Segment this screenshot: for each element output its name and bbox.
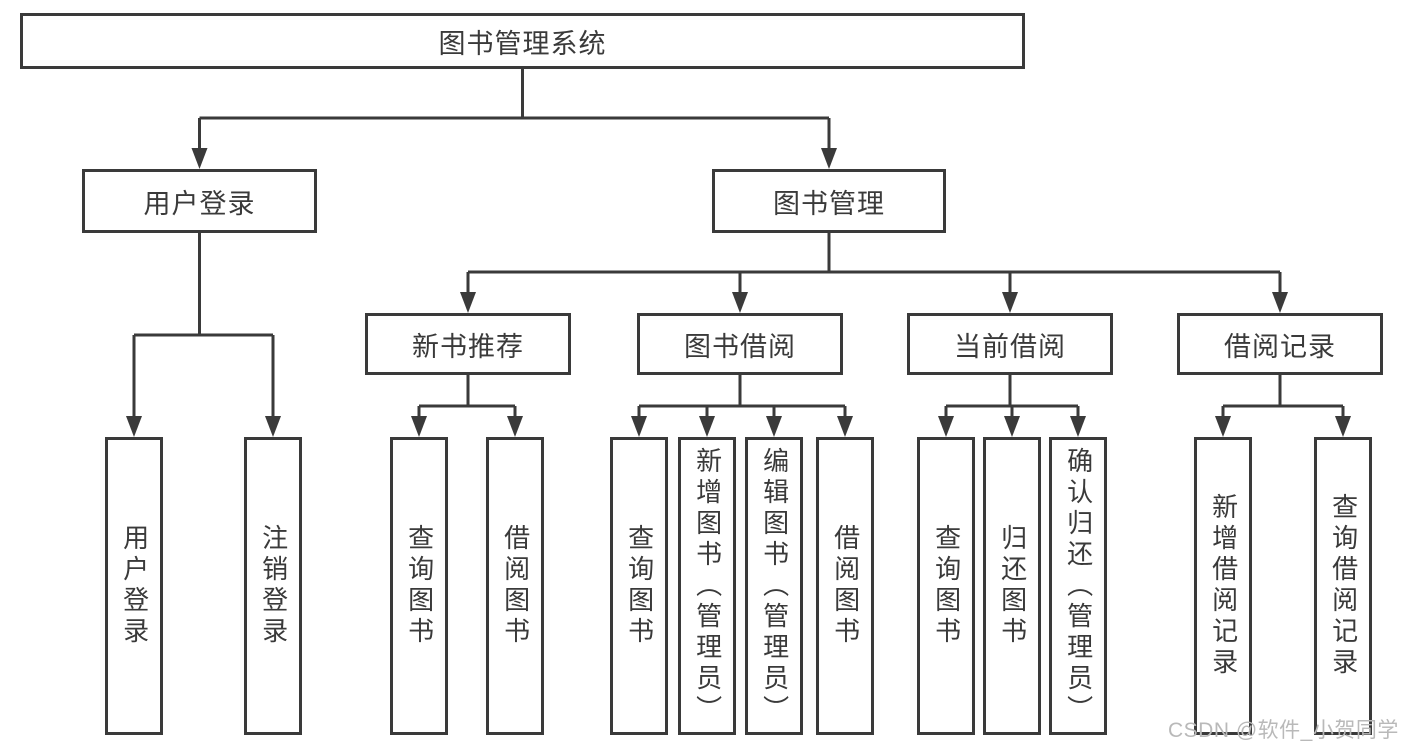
leaf-recommend-query-books: 查询图书 bbox=[390, 437, 448, 735]
arrowhead-icon bbox=[631, 416, 647, 437]
arrowhead-icon bbox=[411, 416, 427, 437]
node-book-management: 图书管理 bbox=[712, 169, 946, 233]
leaf-records-add-borrow-record: 新增借阅记录 bbox=[1194, 437, 1252, 735]
node-book-borrowing: 图书借阅 bbox=[637, 313, 843, 375]
arrowhead-icon bbox=[837, 416, 853, 437]
leaf-borrow-add-books-admin: 新增图书（管理员） bbox=[678, 437, 736, 735]
arrowhead-group bbox=[126, 148, 1351, 437]
csdn-watermark: CSDN @软件_小贺同学 bbox=[1168, 719, 1399, 742]
leaf-borrow-borrow-books: 借阅图书 bbox=[816, 437, 874, 735]
arrowhead-icon bbox=[507, 416, 523, 437]
arrowhead-icon bbox=[1070, 416, 1086, 437]
arrowhead-icon bbox=[1002, 292, 1018, 313]
arrowhead-icon bbox=[126, 416, 142, 437]
arrowhead-icon bbox=[1004, 416, 1020, 437]
node-library-management-system: 图书管理系统 bbox=[20, 13, 1025, 69]
leaf-recommend-borrow-books: 借阅图书 bbox=[486, 437, 544, 735]
node-user-login: 用户登录 bbox=[82, 169, 317, 233]
leaf-current-return-books: 归还图书 bbox=[983, 437, 1041, 735]
arrowhead-icon bbox=[821, 148, 837, 169]
arrowhead-icon bbox=[1215, 416, 1231, 437]
leaf-borrow-query-books: 查询图书 bbox=[610, 437, 668, 735]
arrowhead-icon bbox=[732, 292, 748, 313]
node-new-book-recommendation: 新书推荐 bbox=[365, 313, 571, 375]
leaf-current-query-books: 查询图书 bbox=[917, 437, 975, 735]
connector-lines bbox=[132, 69, 1345, 419]
arrowhead-icon bbox=[766, 416, 782, 437]
node-borrowing-records: 借阅记录 bbox=[1177, 313, 1383, 375]
leaf-user-login: 用户登录 bbox=[105, 437, 163, 735]
arrowhead-icon bbox=[265, 416, 281, 437]
arrowhead-icon bbox=[1335, 416, 1351, 437]
arrowhead-icon bbox=[191, 148, 208, 169]
leaf-current-confirm-return-admin: 确认归还（管理员） bbox=[1049, 437, 1107, 735]
leaf-logout: 注销登录 bbox=[244, 437, 302, 735]
arrowhead-icon bbox=[699, 416, 715, 437]
arrowhead-icon bbox=[1272, 292, 1288, 313]
arrowhead-icon bbox=[460, 292, 476, 313]
leaf-records-query-borrow-record: 查询借阅记录 bbox=[1314, 437, 1372, 735]
node-current-borrowing: 当前借阅 bbox=[907, 313, 1113, 375]
leaf-borrow-edit-books-admin: 编辑图书（管理员） bbox=[745, 437, 803, 735]
arrowhead-icon bbox=[938, 416, 954, 437]
